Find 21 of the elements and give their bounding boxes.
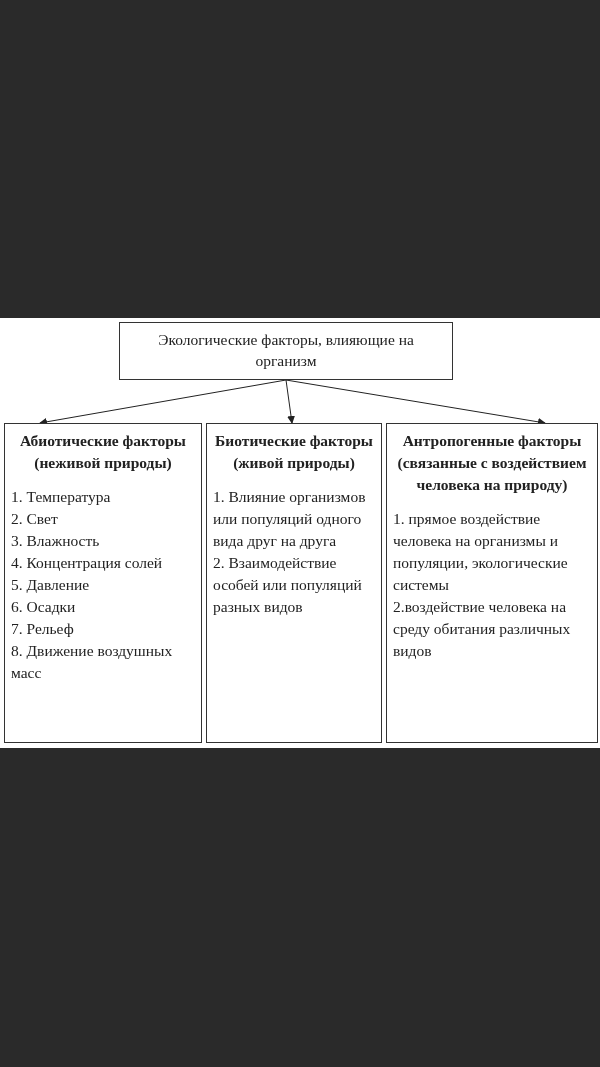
category-box — [386, 423, 598, 743]
title-box — [119, 322, 453, 380]
category-box — [206, 423, 382, 743]
category-heading: Антропогенные факторы (связанные с воздействием человека на природу) — [396, 431, 588, 495]
category-heading: Биотические факторы (живой природы) — [214, 431, 374, 473]
title-text: Экологические факторы, влияющие на организм — [157, 330, 415, 371]
category-box — [4, 423, 202, 743]
list-item: 4. Концентрация солей — [11, 553, 164, 573]
list-item: 1. Влияние организмов или популяций одного вида друг на друга — [213, 487, 367, 551]
list-item: 1. прямое воздействие человека на организмы и популяции, экологические системы — [393, 509, 569, 595]
arrow — [285, 379, 295, 424]
list-item: 8. Движение воздушных масс — [11, 641, 174, 683]
list-item: 2.воздействие человека на среду обитания различных видов — [393, 597, 572, 661]
list-item: 2. Взаимодействие особей или популяций разных видов — [213, 553, 363, 617]
list-item: 7. Рельеф — [11, 619, 75, 639]
list-item: 1. Температура — [11, 487, 112, 507]
list-item: 5. Давление — [11, 575, 91, 595]
category-heading: Абиотические факторы (неживой природы) — [19, 431, 187, 473]
list-item: 6. Осадки — [11, 597, 77, 617]
list-item: 3. Влажность — [11, 531, 101, 551]
list-item: 2. Свет — [11, 509, 59, 529]
